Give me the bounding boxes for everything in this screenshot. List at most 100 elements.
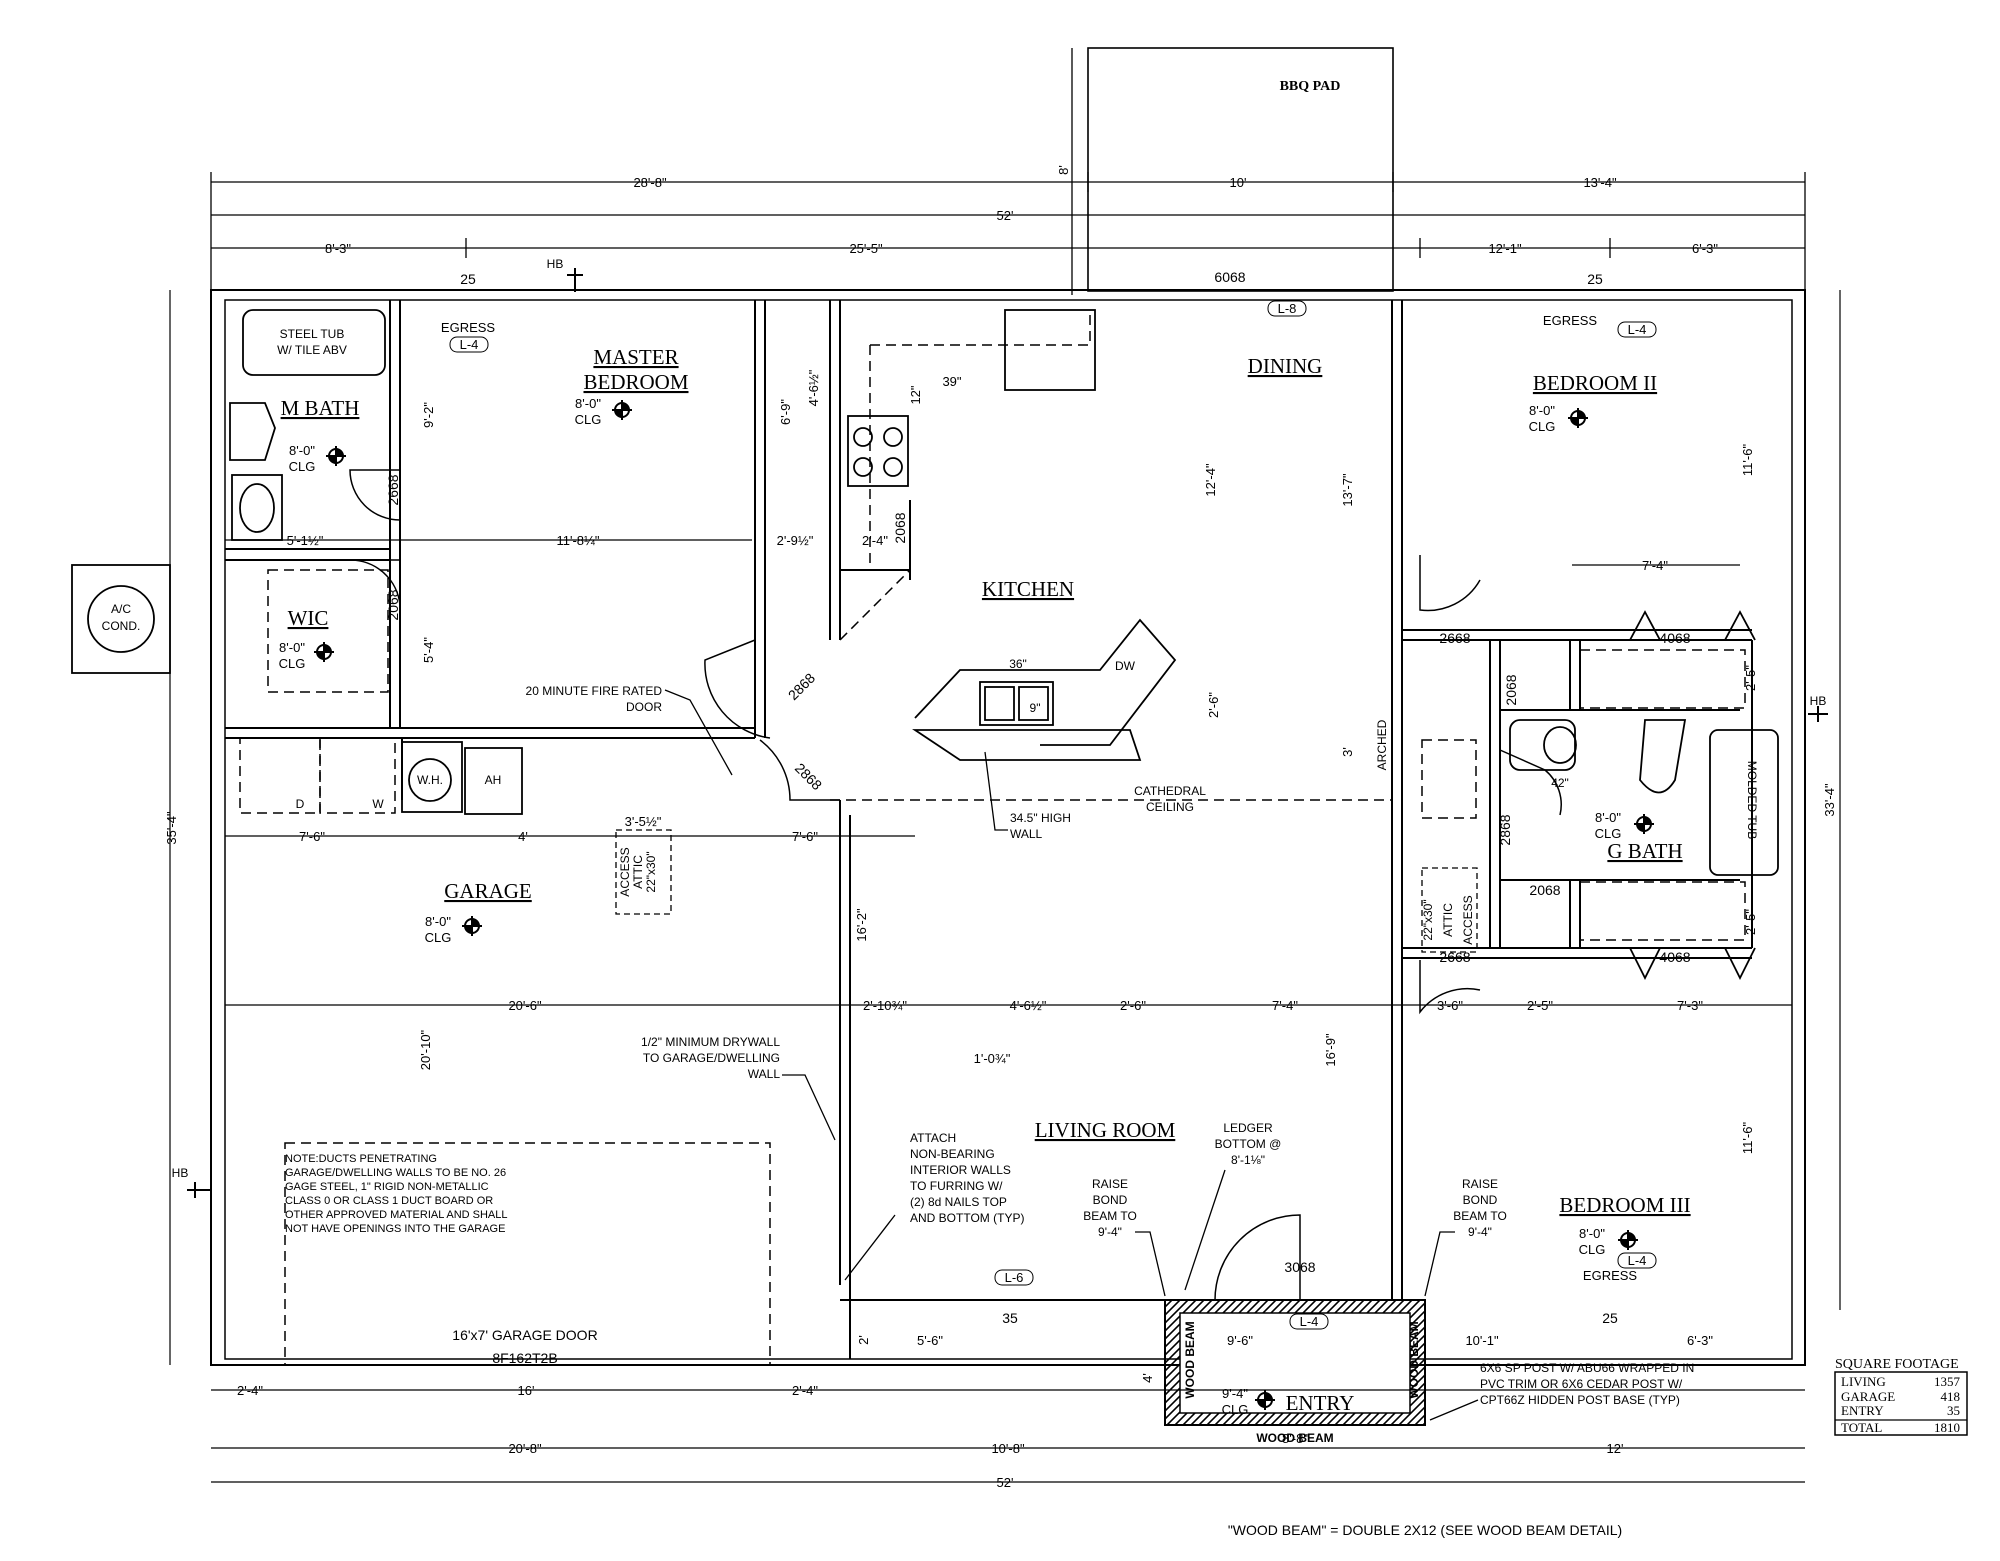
door-tag: 2868 — [1497, 814, 1513, 845]
raise-right-2: BOND — [1463, 1193, 1498, 1207]
sink-depth: 9" — [1030, 701, 1041, 715]
arched-note: ARCHED — [1375, 719, 1389, 770]
window-type: L-4 — [1628, 1253, 1647, 1268]
ceiling-fan-icon — [1617, 1229, 1639, 1251]
dim-g4: 7'-6" — [792, 829, 818, 844]
attach-note-2: NON-BEARING — [910, 1147, 995, 1161]
clg-label-mbath: CLG — [289, 459, 316, 474]
door-tag: 2068 — [892, 512, 908, 543]
egress-tags: EGRESS L-4 EGRESS L-4 L-8 L-6 L-4 L-4 EG… — [441, 300, 1657, 1330]
dim-dn4: 3' — [1340, 747, 1355, 757]
wall-height-note-2: WALL — [1010, 827, 1043, 841]
sqft-title: SQUARE FOOTAGE — [1835, 1357, 1959, 1372]
gbath-sink-label: 42" — [1551, 776, 1569, 790]
attic-note-3: ACCESS — [618, 847, 632, 896]
dim-top-overall: 52' — [997, 208, 1014, 223]
dim-top-f: 12'-1" — [1488, 241, 1522, 256]
clg-height-entry: 9'-4" — [1222, 1386, 1248, 1401]
top-dimensions — [210, 48, 1806, 295]
dim-top-c: 13'-4" — [1583, 175, 1617, 190]
dim-wall: 1'-0¾" — [974, 1051, 1011, 1066]
dim-top-d: 8'-3" — [325, 241, 351, 256]
clg-height-mbath: 8'-0" — [289, 443, 315, 458]
hose-bib-label: HB — [172, 1166, 189, 1180]
post-note-1: 6X6 SP POST W/ ABU66 WRAPPED IN — [1480, 1361, 1694, 1375]
dim-r3: 4'-6½" — [1010, 998, 1047, 1013]
clg-label-gbath: CLG — [1595, 826, 1622, 841]
ceiling-lines — [239, 310, 1746, 1366]
window-type: L-4 — [460, 337, 479, 352]
garage-label: GARAGE — [444, 879, 532, 903]
room-labels: MASTER BEDROOM M BATH WIC KITCHEN DINING… — [281, 345, 1691, 1415]
attic-note-1: 22"x30" — [1421, 899, 1435, 940]
window-type: L-4 — [1300, 1314, 1319, 1329]
washer-label: W — [372, 797, 384, 811]
ah-label: AH — [485, 773, 502, 787]
dim-b2: 11'-6" — [1740, 444, 1755, 477]
entry-label: ENTRY — [1286, 1391, 1355, 1415]
cathedral-note-2: CEILING — [1146, 800, 1194, 814]
ducts-note-1: NOTE:DUCTS PENETRATING — [285, 1153, 437, 1165]
drywall-note-3: WALL — [748, 1067, 781, 1081]
tub-label: MOLDED TUB — [1745, 761, 1759, 839]
bedroom-3-label: BEDROOM III — [1559, 1193, 1690, 1217]
egress-label: EGRESS — [441, 320, 496, 335]
raise-left-4: 9'-4" — [1098, 1225, 1122, 1239]
window-type: L-8 — [1278, 301, 1297, 316]
dim-bot-a: 2'-4" — [237, 1383, 263, 1398]
window-tag: 25 — [1602, 1310, 1618, 1326]
dim-bot-m: 8'-8" — [1282, 1431, 1308, 1446]
bbq-pad-label: BBQ PAD — [1280, 79, 1341, 94]
ducts-note-3: GAGE STEEL, 1" RIGID NON-METALLIC — [285, 1181, 489, 1193]
ledger-note-3: 8'-1⅛" — [1231, 1153, 1265, 1167]
clg-height-bed3: 8'-0" — [1579, 1226, 1605, 1241]
dim-k-depth: 16'-2" — [854, 908, 869, 942]
attach-note-6: AND BOTTOM (TYP) — [910, 1211, 1024, 1225]
equipment-labels: A/C COND. W.H. AH D W DW 36" 42" MOLDED … — [102, 327, 1759, 839]
dim-bot-c: 2'-4" — [792, 1383, 818, 1398]
dim-left: 35'-4" — [164, 811, 179, 845]
attic-note-2: ATTIC — [631, 855, 645, 889]
attach-note-5: (2) 8d NAILS TOP — [910, 1195, 1007, 1209]
clg-height-gbath: 8'-0" — [1595, 810, 1621, 825]
beam-footnote: "WOOD BEAM" = DOUBLE 2X12 (SEE WOOD BEAM… — [1228, 1522, 1622, 1538]
raise-left-2: BOND — [1093, 1193, 1128, 1207]
dim-g2: 4' — [518, 829, 528, 844]
fire-door-note-2: DOOR — [626, 700, 662, 714]
clg-label-garage: CLG — [425, 930, 452, 945]
ledger-note-1: LEDGER — [1223, 1121, 1273, 1135]
dim-top-a: 28'-8" — [633, 175, 667, 190]
door-tag: 4068 — [1659, 949, 1690, 965]
dim-bot-b: 16' — [518, 1383, 535, 1398]
attic-note-1: 22"x30" — [644, 851, 658, 892]
dw-label: DW — [1115, 659, 1136, 673]
door-tag: 2068 — [1503, 674, 1519, 705]
ducts-note-2: GARAGE/DWELLING WALLS TO BE NO. 26 — [285, 1167, 506, 1179]
dim-mbath-w: 5'-1½" — [287, 533, 324, 548]
bedroom-2-label: BEDROOM II — [1533, 371, 1657, 395]
light-icon — [461, 915, 483, 937]
window-type: L-4 — [1628, 322, 1647, 337]
door-tag: 2068 — [1529, 882, 1560, 898]
hose-bib-label: HB — [547, 257, 564, 271]
dim-b2w: 7'-4" — [1642, 558, 1668, 573]
dim-k3: 6'-9" — [778, 399, 793, 425]
gbath-label: G BATH — [1607, 839, 1682, 863]
ledger-note-2: BOTTOM @ — [1215, 1137, 1282, 1151]
post-note-2: PVC TRIM OR 6X6 CEDAR POST W/ — [1480, 1377, 1683, 1391]
clg-height-bed2: 8'-0" — [1529, 403, 1555, 418]
wall-height-note-1: 34.5" HIGH — [1010, 811, 1071, 825]
dim-r6: 3'-6" — [1437, 998, 1463, 1013]
sqft-label: GARAGE — [1841, 1389, 1895, 1404]
dim-r5: 7'-4" — [1272, 998, 1298, 1013]
dim-k2: 2'-4" — [862, 533, 888, 548]
light-icon — [325, 445, 347, 467]
dim-g3: 3'-5½" — [625, 814, 662, 829]
sqft-label: TOTAL — [1841, 1420, 1882, 1435]
dim-b3c: 2'-5" — [1743, 909, 1758, 935]
door-tag: 4068 — [1659, 630, 1690, 646]
door-tag: 2068 — [385, 589, 401, 620]
bbq-pad: BBQ PAD — [1087, 47, 1394, 292]
clg-height-garage: 8'-0" — [425, 914, 451, 929]
extra-dimension-lines — [169, 290, 1841, 1483]
